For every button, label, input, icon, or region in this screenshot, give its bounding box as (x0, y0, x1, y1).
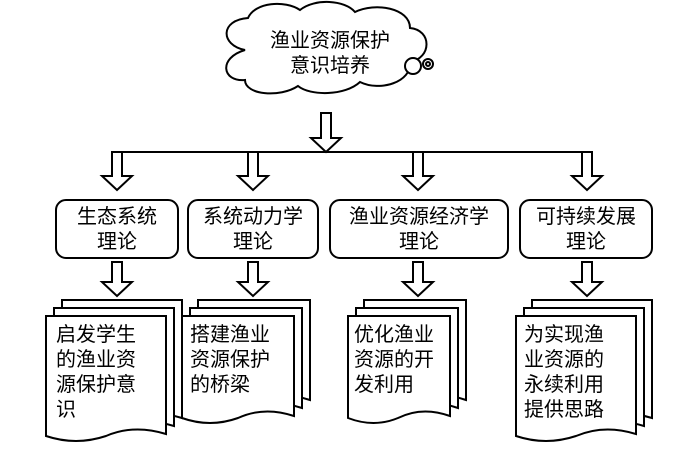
outcome-label-1: 启发学生 的渔业资 源保护意 识 (56, 322, 136, 421)
root-cloud (225, 0, 434, 95)
outcome-label-3: 优化渔业 资源的开 发利用 (354, 322, 434, 396)
arrow-root-down (308, 112, 344, 154)
outcome-doc-4 (515, 299, 653, 442)
theory-box-1 (55, 199, 179, 259)
arrow-to-theory-1 (99, 151, 135, 192)
outcome-doc-1 (45, 299, 183, 442)
arrow-to-theory-3 (400, 151, 436, 192)
theory-box-2 (187, 199, 319, 259)
outcome-label-2: 搭建渔业 资源保护 的桥梁 (190, 322, 270, 396)
theory-box-4 (519, 199, 653, 259)
theory-label-1: 生态系统 理论 (77, 204, 157, 253)
theory-label-2: 系统动力学 理论 (203, 204, 303, 253)
outcome-label-4: 为实现渔 业资源的 永续利用 提供思路 (524, 322, 604, 421)
arrow-to-outcome-3 (400, 261, 436, 298)
root-label: 渔业资源保护 意识培养 (270, 28, 390, 77)
theory-box-3 (329, 199, 509, 259)
theory-label-4: 可持续发展 理论 (536, 204, 636, 253)
arrow-to-outcome-4 (569, 261, 605, 298)
arrow-to-outcome-2 (235, 261, 271, 298)
outcome-doc-3 (347, 299, 467, 424)
theory-label-3: 渔业资源经济学 理论 (349, 204, 489, 253)
arrow-to-theory-2 (235, 151, 271, 192)
outcome-doc-2 (181, 299, 311, 424)
arrow-to-outcome-1 (99, 261, 135, 298)
arrow-to-theory-4 (569, 151, 605, 192)
